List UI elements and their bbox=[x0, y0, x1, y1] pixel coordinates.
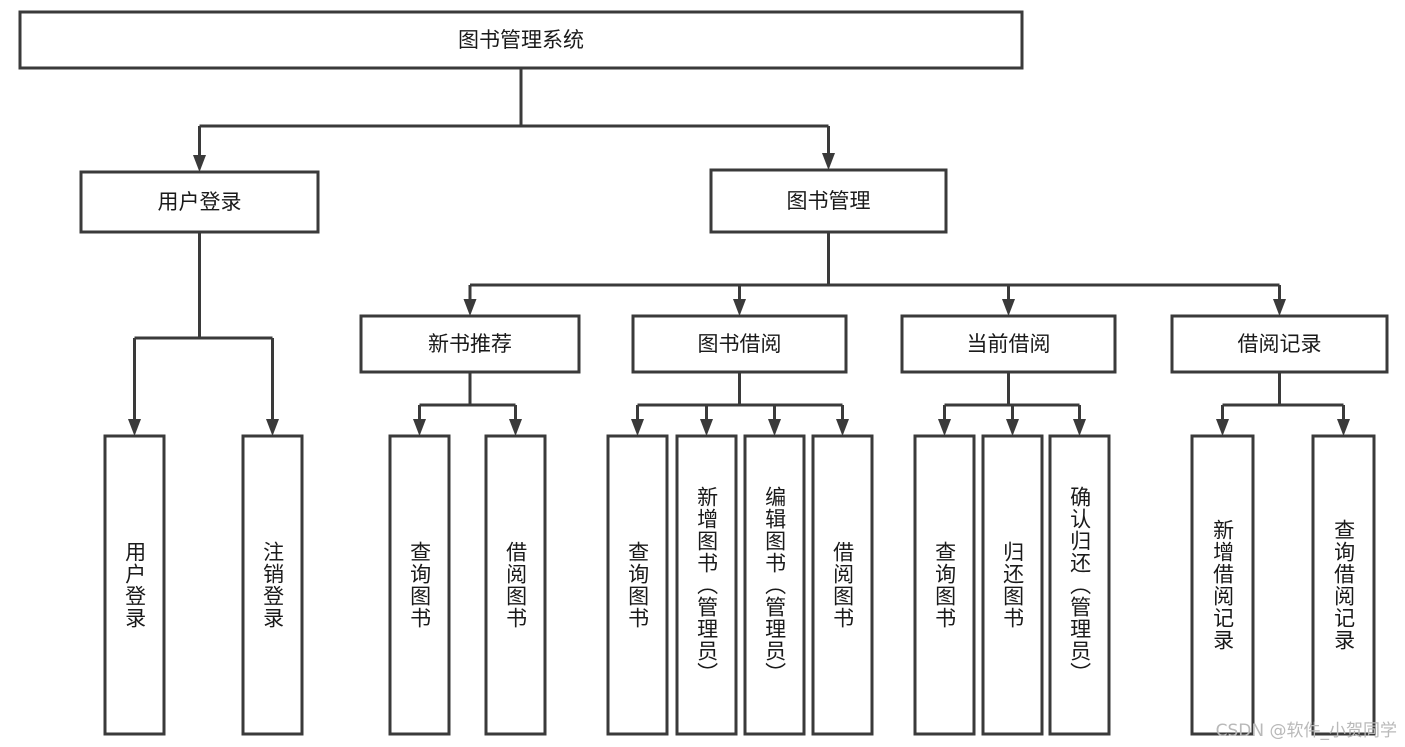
node-label-new-book-recommend: 新书推荐 bbox=[428, 332, 512, 356]
arrow-head-icon bbox=[1073, 419, 1086, 436]
node-box-user-login[interactable] bbox=[79, 170, 320, 234]
node-box-book-borrow[interactable] bbox=[631, 314, 848, 374]
node-box-leaf-confirm-return[interactable] bbox=[1048, 434, 1111, 736]
node-box-book-manage[interactable] bbox=[709, 168, 948, 234]
node-box-new-book-recommend[interactable] bbox=[359, 314, 581, 374]
node-box-borrow-record[interactable] bbox=[1170, 314, 1389, 374]
node-box-leaf-query-record[interactable] bbox=[1311, 434, 1376, 736]
node-label-current-borrow: 当前借阅 bbox=[967, 332, 1051, 356]
node-box-leaf-query-book-2[interactable] bbox=[606, 434, 669, 736]
node-label-root: 图书管理系统 bbox=[458, 28, 584, 52]
node-box-leaf-return-book[interactable] bbox=[981, 434, 1044, 736]
arrow-head-icon bbox=[1002, 299, 1015, 316]
arrow-head-icon bbox=[463, 299, 477, 316]
node-box-current-borrow[interactable] bbox=[900, 314, 1117, 374]
node-box-leaf-add-book[interactable] bbox=[675, 434, 738, 736]
arrow-head-icon bbox=[768, 419, 781, 436]
node-box-leaf-edit-book[interactable] bbox=[743, 434, 806, 736]
node-box-leaf-logout[interactable] bbox=[241, 434, 304, 736]
node-label-book-manage: 图书管理 bbox=[787, 189, 871, 213]
arrow-head-icon bbox=[1273, 299, 1286, 316]
node-box-leaf-add-record[interactable] bbox=[1190, 434, 1255, 736]
arrow-head-icon bbox=[938, 419, 951, 436]
arrow-head-icon bbox=[193, 155, 206, 172]
node-box-layer bbox=[18, 10, 1389, 736]
arrow-head-icon bbox=[1006, 419, 1019, 436]
arrow-head-icon bbox=[836, 419, 849, 436]
arrow-head-icon bbox=[266, 419, 279, 436]
connector-layer bbox=[128, 68, 1350, 436]
arrow-head-icon bbox=[413, 419, 426, 436]
arrow-head-icon bbox=[733, 299, 746, 316]
node-box-leaf-borrow-book-2[interactable] bbox=[811, 434, 874, 736]
node-box-leaf-query-book-1[interactable] bbox=[388, 434, 451, 736]
arrow-head-icon bbox=[822, 153, 835, 170]
arrow-head-icon bbox=[509, 419, 522, 436]
node-label-user-login: 用户登录 bbox=[158, 190, 242, 214]
node-label-borrow-record: 借阅记录 bbox=[1238, 332, 1322, 356]
arrow-head-icon bbox=[1337, 419, 1350, 436]
node-box-leaf-query-book-3[interactable] bbox=[913, 434, 976, 736]
node-box-leaf-user-login[interactable] bbox=[103, 434, 166, 736]
node-box-leaf-borrow-book-1[interactable] bbox=[484, 434, 547, 736]
csdn-watermark: CSDN @软件_小贺同学 bbox=[1215, 721, 1397, 741]
node-box-root[interactable] bbox=[18, 10, 1024, 70]
arrow-head-icon bbox=[128, 419, 141, 436]
arrow-head-icon bbox=[1216, 419, 1229, 436]
arrow-head-icon bbox=[700, 419, 713, 436]
node-label-book-borrow: 图书借阅 bbox=[698, 332, 782, 356]
arrow-head-icon bbox=[631, 419, 644, 436]
